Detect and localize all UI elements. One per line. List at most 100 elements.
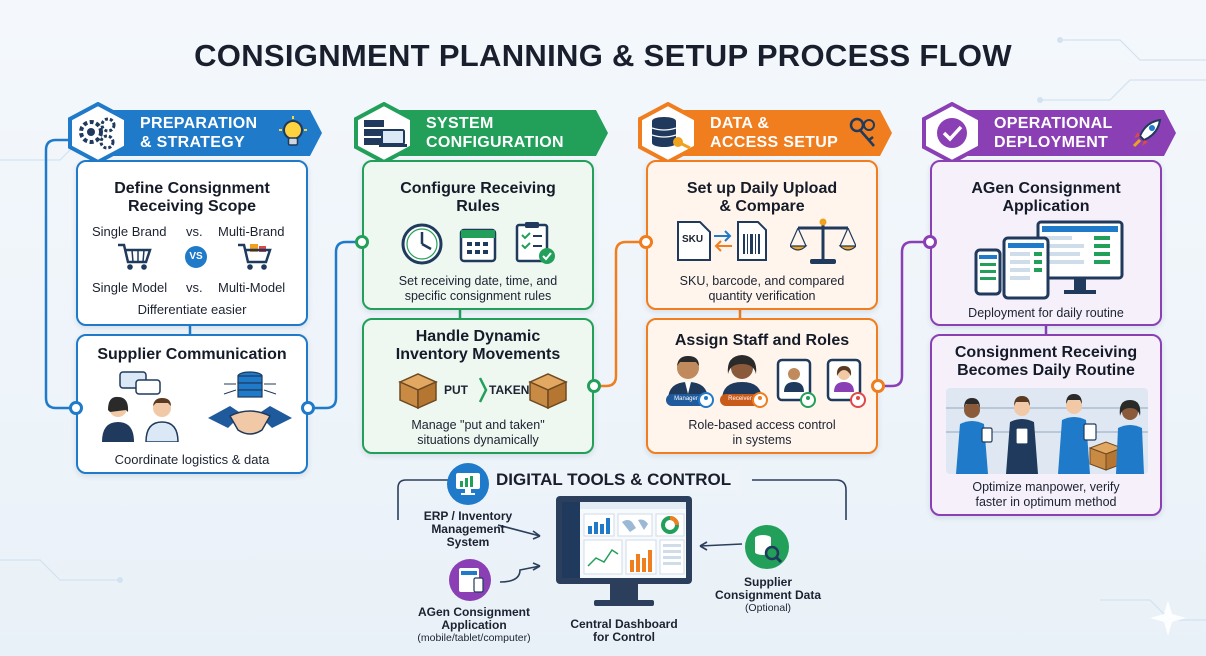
staff-worker — [1058, 394, 1097, 474]
tablet-icon — [1002, 236, 1050, 300]
central-dashboard-monitor — [556, 496, 692, 606]
label-taken: TAKEN — [489, 383, 530, 397]
shopping-cart-icon — [238, 243, 272, 270]
shopping-cart-icon — [118, 243, 152, 270]
person-woman — [102, 396, 134, 442]
central-dashboard-label: Central Dashboard for Control — [570, 617, 678, 644]
ribbon-shape — [96, 110, 322, 156]
label-multi-model: Multi-Model — [218, 280, 286, 295]
ribbon-shape — [666, 110, 892, 156]
key-icon — [673, 137, 683, 147]
checkmark-icon — [922, 102, 982, 164]
barcode-icon — [737, 221, 767, 261]
manager-avatar — [666, 356, 714, 408]
column-heading: DATA & ACCESS SETUP — [710, 115, 839, 151]
supplier-data-label: Supplier Consignment Data (Optional) — [714, 575, 821, 615]
checklist-icon — [515, 222, 555, 264]
devices-icon — [974, 220, 1124, 300]
rocket-icon — [1132, 118, 1162, 148]
card-caption: Optimize manpower, verify faster in opti… — [972, 480, 1120, 509]
connector-dot — [923, 235, 937, 249]
connector-dot — [639, 235, 653, 249]
server-icon — [354, 102, 414, 164]
staff-worker — [956, 398, 993, 474]
card-title: Consignment Receiving Becomes Daily Rout… — [954, 344, 1138, 379]
receiver-avatar — [720, 355, 768, 408]
column-header-operational-deployment: OPERATIONAL DEPLOYMENT — [920, 102, 1178, 164]
dashboard-donut — [655, 513, 685, 537]
erp-system-label: ERP / Inventory Management System — [423, 509, 513, 549]
column-heading: PREPARATION & STRATEGY — [140, 115, 258, 151]
card-title: AGen Consignment Application — [971, 180, 1121, 215]
agen-application-label: AGen Consignment Application (mobile/tab… — [417, 605, 531, 645]
ribbon-shape — [382, 110, 608, 156]
person-man — [145, 398, 179, 442]
card-title: Define Consignment Receiving Scope — [114, 180, 270, 215]
column-heading: OPERATIONAL DEPLOYMENT — [994, 115, 1113, 151]
connector-dot — [871, 379, 885, 393]
card-supplier-communication: Supplier Communication — [76, 334, 308, 474]
phone-icon — [974, 248, 1002, 296]
card-title: Handle Dynamic Inventory Movements — [395, 328, 561, 363]
label-sku: SKU — [682, 234, 704, 245]
clock-icon — [401, 223, 443, 265]
manager-badge: Manager — [674, 396, 698, 402]
card-configure-receiving-rules: Configure Receiving Rules Set receiving … — [362, 160, 594, 310]
dashboard-bars-2 — [625, 539, 657, 575]
connector-dot — [587, 379, 601, 393]
card-caption: Set receiving date, time, and specific c… — [398, 274, 558, 303]
card-agen-application: AGen Consignment Application — [930, 160, 1162, 326]
gears-icon — [68, 102, 128, 164]
label-vs: vs. — [186, 224, 203, 239]
put-taken-arrow — [478, 377, 488, 403]
magnifier-icon — [745, 525, 789, 569]
ribbon-shape — [950, 110, 1176, 156]
label-single-model: Single Model — [92, 280, 168, 295]
sku-document-icon — [677, 221, 711, 261]
card-caption: Differentiate easier — [137, 302, 247, 317]
card-daily-upload: Set up Daily Upload & Compare SKU SKU, b… — [646, 160, 878, 310]
dashboard-map — [617, 513, 653, 537]
warehouse-staff-illustration — [946, 388, 1148, 474]
column-header-system-configuration: SYSTEM CONFIGURATION — [352, 102, 610, 164]
column-header-preparation: PREPARATION & STRATEGY — [66, 102, 324, 164]
card-define-scope: Define Consignment Receiving Scope Singl… — [76, 160, 308, 326]
page-title: CONSIGNMENT PLANNING & SETUP PROCESS FLO… — [194, 38, 1012, 73]
monitor-icon — [1036, 220, 1124, 294]
card-caption: SKU, barcode, and compared quantity veri… — [679, 274, 845, 303]
card-dynamic-inventory: Handle Dynamic Inventory Movements PUT T… — [362, 318, 594, 454]
chat-bubbles-icon — [102, 371, 179, 442]
label-vs: vs. — [186, 280, 203, 295]
laptop-icon — [381, 129, 405, 145]
card-title: Assign Staff and Roles — [674, 332, 850, 349]
vs-badge: VS — [185, 246, 207, 268]
dashboard-bar-chart — [583, 513, 615, 537]
lightbulb-icon — [279, 116, 307, 146]
card-title: Configure Receiving Rules — [400, 180, 556, 215]
staff-avatars — [666, 355, 866, 408]
staff-tablet-avatar — [776, 358, 816, 408]
card-caption: Coordinate logistics & data — [114, 452, 270, 467]
database-icon — [638, 102, 698, 164]
label-multi-brand: Multi-Brand — [218, 224, 285, 239]
label-single-brand: Single Brand — [92, 224, 167, 239]
card-caption: Manage "put and taken" situations dynami… — [411, 418, 545, 447]
erp-monitor-icon — [447, 463, 489, 505]
arrows-icon — [714, 230, 732, 252]
label-put: PUT — [444, 383, 468, 397]
column-heading: SYSTEM CONFIGURATION — [426, 115, 564, 151]
dashboard-line-chart — [583, 539, 623, 575]
card-caption: Deployment for daily routine — [968, 306, 1124, 320]
column-header-data-access: DATA & ACCESS SETUP — [636, 102, 894, 164]
card-assign-staff: Assign Staff and Roles — [646, 318, 878, 454]
card-title: Supplier Communication — [97, 346, 287, 363]
tablet-icon — [449, 559, 491, 601]
scale-icon — [790, 218, 856, 264]
staff-worker — [1006, 396, 1038, 474]
key-icon — [849, 117, 875, 147]
card-title: Set up Daily Upload & Compare — [686, 180, 838, 215]
connector-dot — [355, 235, 369, 249]
box-icon — [528, 373, 568, 410]
